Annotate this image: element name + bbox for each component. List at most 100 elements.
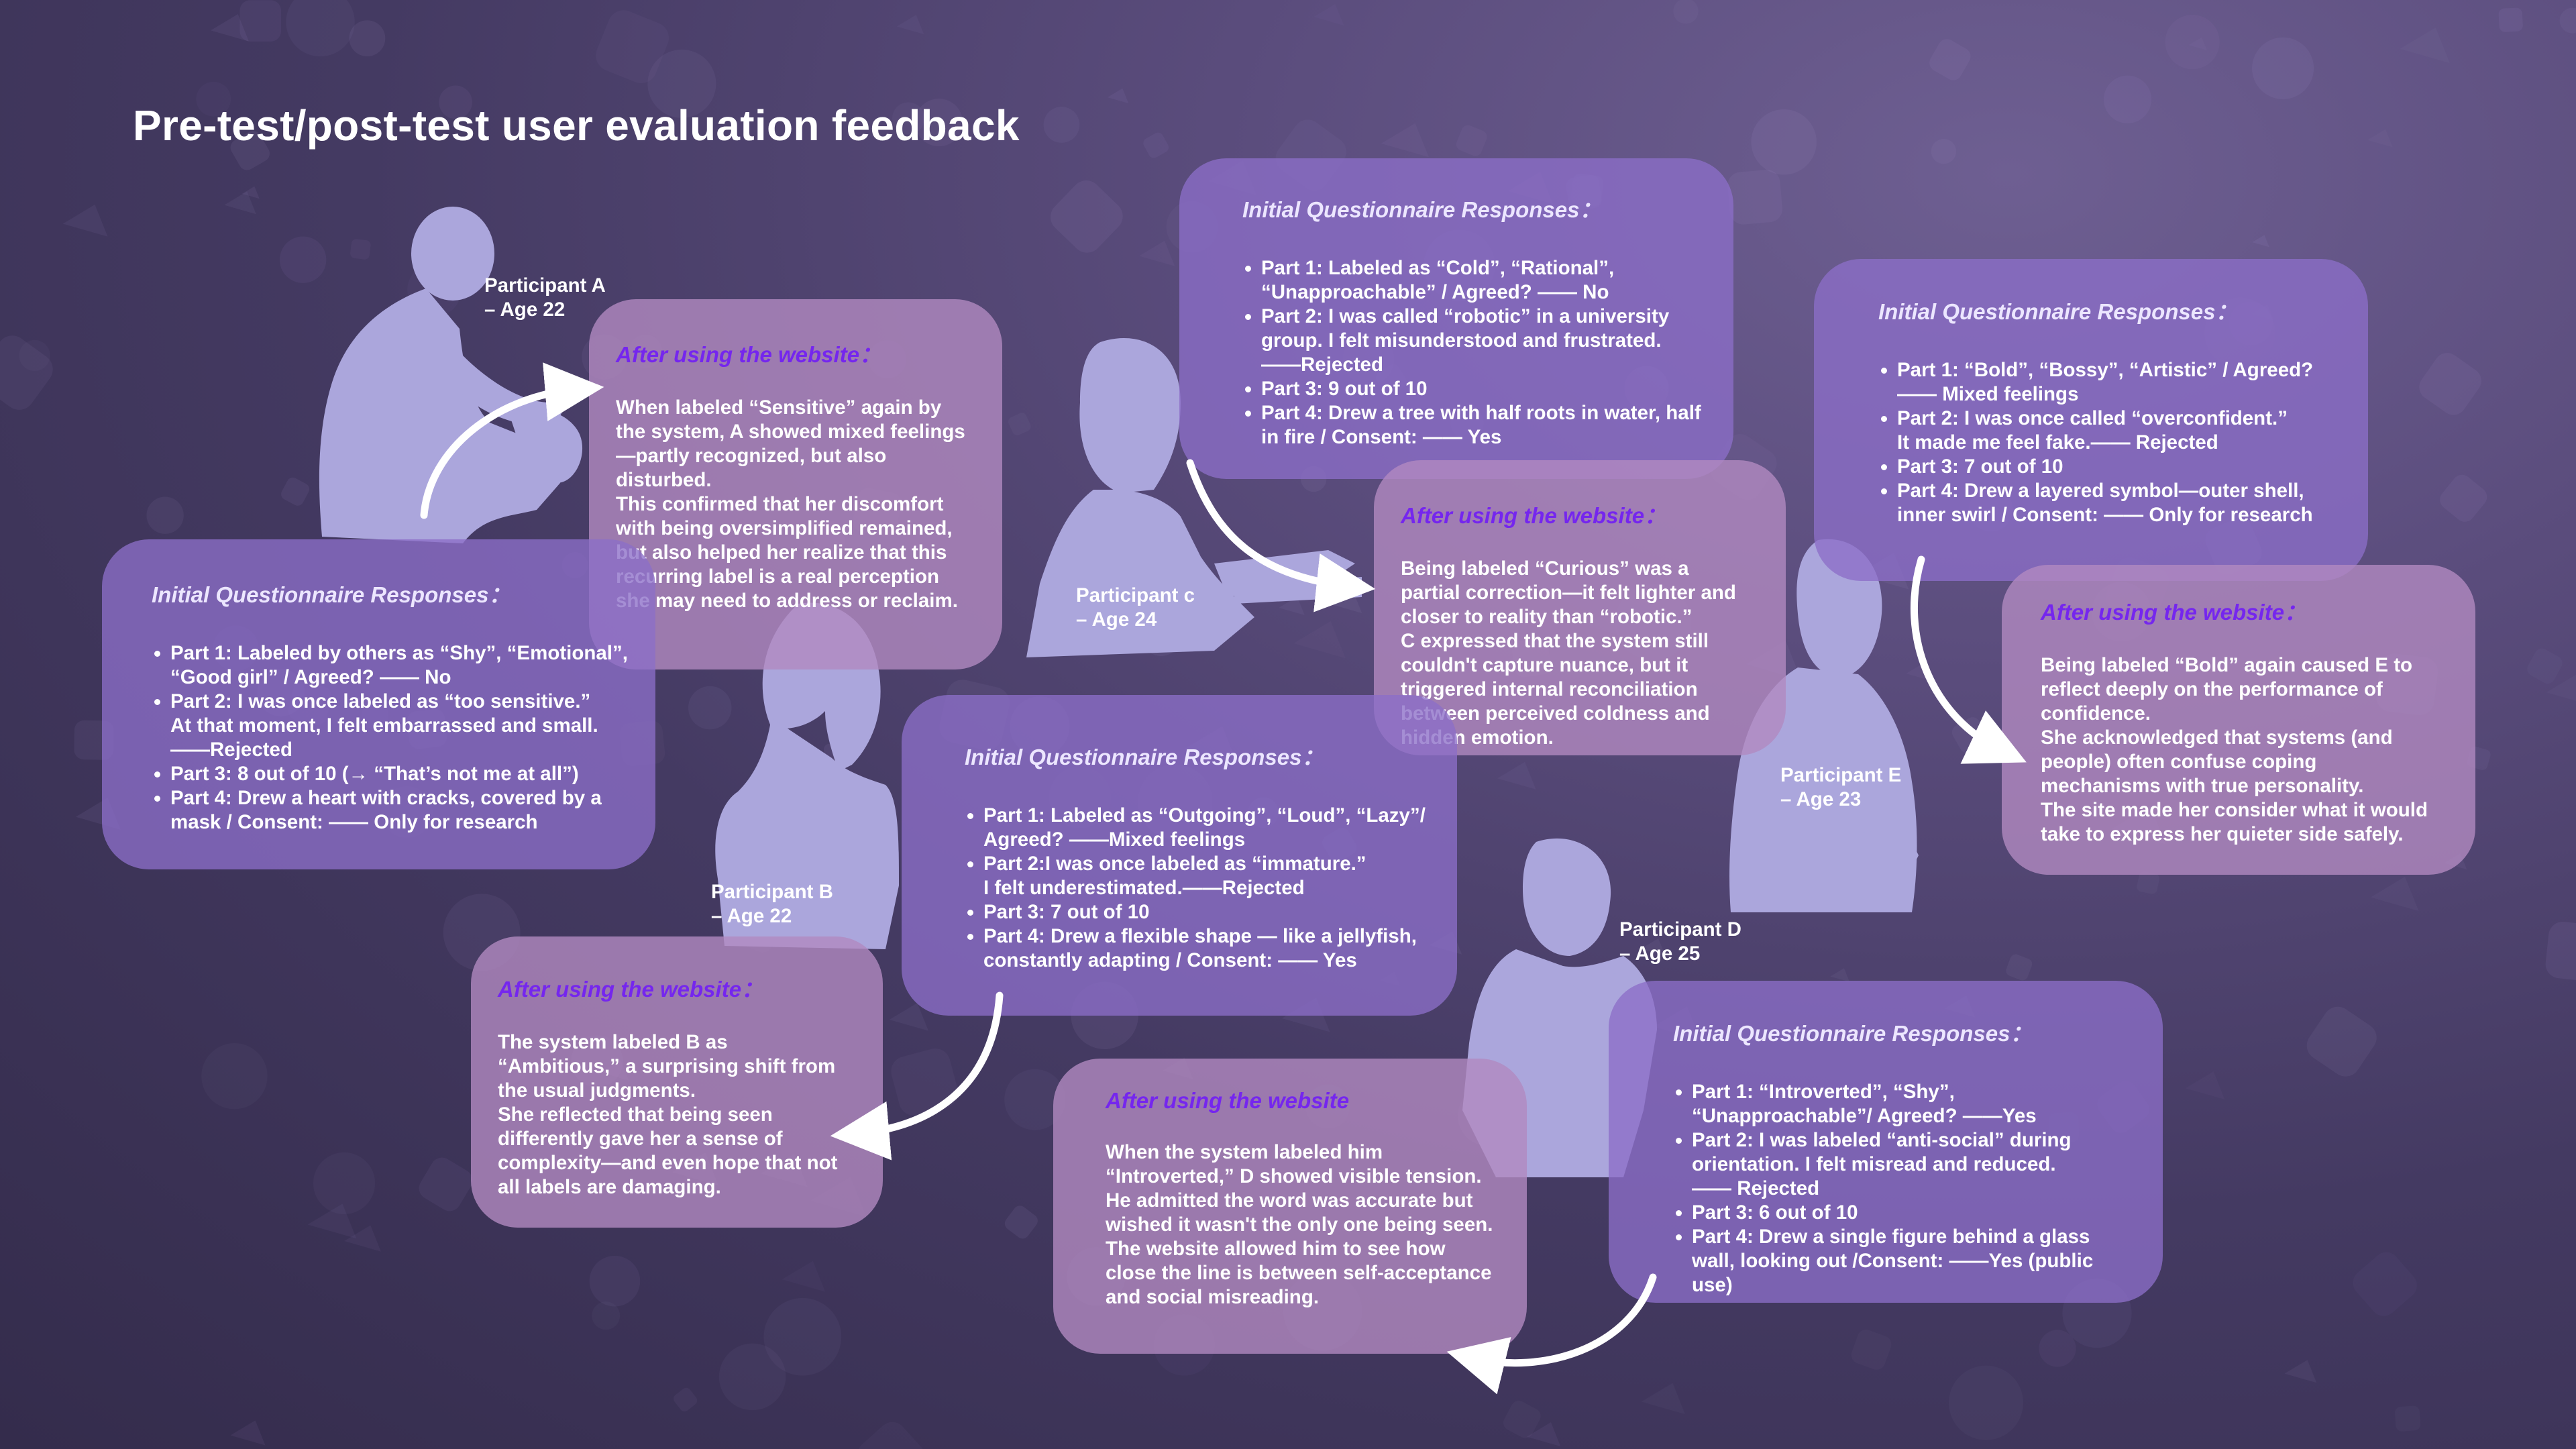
background-doodle [596,10,669,84]
participant-e-after-text: Being labeled “Bold” again caused E to r… [2041,654,2428,845]
background-doodle [349,20,386,57]
background-doodle [1293,621,1346,659]
participant-e-initial-item: Part 2: I was once called “overconfident… [1897,407,2341,455]
participant-c-initial-item: Part 3: 9 out of 10 [1261,377,1707,401]
participant-d-initial-card: Initial Questionnaire Responses： Part 1:… [1609,981,2163,1303]
background-doodle [914,99,963,147]
participant-a-initial-item: Part 4: Drew a heart with cracks, covere… [170,786,629,835]
background-doodle [1107,88,1129,104]
participant-d-initial-title: Initial Questionnaire Responses： [1673,1021,2033,1046]
background-doodle [239,0,281,42]
background-doodle [2137,871,2159,894]
page-title: Pre-test/post-test user evaluation feedb… [133,101,1020,150]
background-doodle [2419,353,2481,415]
background-doodle [1004,1069,1066,1130]
background-doodle [2498,7,2523,32]
background-doodle [891,1049,959,1116]
background-doodle [19,339,50,372]
background-doodle [1727,170,1782,225]
background-doodle [2367,129,2393,148]
background-doodle [2039,1330,2076,1367]
participant-b-initial-item: Part 3: 7 out of 10 [983,900,1430,924]
background-doodle [1640,938,1666,956]
participant-c-initial-item: Part 4: Drew a tree with half roots in w… [1261,401,1707,449]
background-doodle [281,477,310,506]
participant-b-initial-item: Part 4: Drew a flexible shape — like a j… [983,924,1430,973]
background-doodle [279,236,327,283]
participant-b-initial-title: Initial Questionnaire Responses： [965,745,1324,769]
background-doodle [1751,109,1817,175]
participant-b-initial-item: Part 2:I was once labeled as “immature.”… [983,852,1430,900]
background-doodle [896,15,924,35]
background-doodle [674,1387,698,1412]
participant-a-initial-item: Part 2: I was once labeled as “too sensi… [170,690,629,762]
participant-c-after-title: After using the website： [1401,503,1667,528]
background-doodle [1043,107,1080,143]
background-doodle [1313,3,1344,26]
background-doodle [1931,139,1957,164]
participant-c-initial-list: Part 1: Labeled as “Cold”, “Rational”, “… [1242,256,1707,449]
background-doodle [196,81,231,117]
background-doodle [2559,7,2576,34]
background-doodle [688,686,732,730]
background-doodle [307,1203,357,1239]
participant-d-after-title: After using the website [1106,1088,1350,1113]
background-doodle [2395,1405,2421,1432]
background-doodle [2284,1360,2317,1383]
participant-d-initial-item: Part 2: I was labeled “anti-social” duri… [1692,1128,2136,1201]
participant-a-silhouette [319,207,583,543]
background-doodle [224,191,256,215]
background-doodle [1456,125,1487,156]
background-doodle [2188,37,2207,51]
background-doodle [230,1420,266,1446]
background-doodle [1830,968,1850,982]
background-doodle [1497,761,1536,790]
background-doodle [2252,235,2269,248]
background-doodle [1381,123,1429,158]
background-doodle [146,496,184,534]
participant-e-initial-item: Part 3: 7 out of 10 [1897,455,2341,479]
background-doodle [62,204,108,237]
background-doodle [718,1343,786,1411]
participant-a-after-text: When labeled “Sensitive” again by the sy… [616,396,965,612]
participant-a-initial-list: Part 1: Labeled by others as “Shy”, “Emo… [152,641,629,835]
background-doodle [2440,474,2487,522]
background-doodle [2400,28,2450,64]
participant-e-initial-item: Part 1: “Bold”, “Bossy”, “Artistic” / Ag… [1897,358,2341,407]
participant-c-after-card: After using the website： Being labeled “… [1374,460,1786,755]
background-doodle [2103,75,2152,123]
background-doodle [1929,39,1971,80]
participant-e-after-card: After using the website： Being labeled “… [2002,565,2475,875]
participant-e-initial-list: Part 1: “Bold”, “Bossy”, “Artistic” / Ag… [1878,358,2341,527]
background-doodle [2546,674,2576,701]
background-doodle [230,131,270,170]
background-doodle [1008,413,1031,435]
background-doodle [1951,717,1988,753]
participant-c-initial-item: Part 1: Labeled as “Cold”, “Rational”, “… [1261,256,1707,305]
background-doodle [2306,1006,2377,1077]
participant-e-initial-card: Initial Questionnaire Responses： Part 1:… [1814,259,2368,581]
participant-a-initial-title: Initial Questionnaire Responses： [152,582,511,607]
background-doodle [241,186,260,199]
background-doodle [763,1297,842,1376]
background-doodle [201,1042,268,1110]
participant-b-initial-card: Initial Questionnaire Responses： Part 1:… [902,695,1457,1016]
background-doodle [1503,1401,1541,1438]
background-doodle [1851,1330,1892,1370]
participant-c-initial-item: Part 2: I was called “robotic” in a univ… [1261,305,1707,377]
participant-a-initial-card: Initial Questionnaire Responses： Part 1:… [102,539,655,869]
participant-a-label: Participant A – Age 22 [484,274,606,321]
background-doodle [2353,1252,2417,1316]
participant-b-label: Participant B – Age 22 [711,881,833,927]
participant-b-after-title: After using the website： [498,977,764,1002]
background-doodle [592,1301,621,1330]
background-doodle [419,1157,473,1212]
background-doodle [1527,1422,1561,1447]
participant-d-after-card: After using the website When the system … [1053,1059,1527,1354]
background-doodle [1948,1365,2024,1440]
participant-d-initial-item: Part 3: 6 out of 10 [1692,1201,2136,1225]
background-doodle [1673,0,1699,24]
background-doodle [2545,922,2576,981]
background-doodle [892,102,925,135]
participant-e-initial-title: Initial Questionnaire Responses： [1878,299,2238,324]
